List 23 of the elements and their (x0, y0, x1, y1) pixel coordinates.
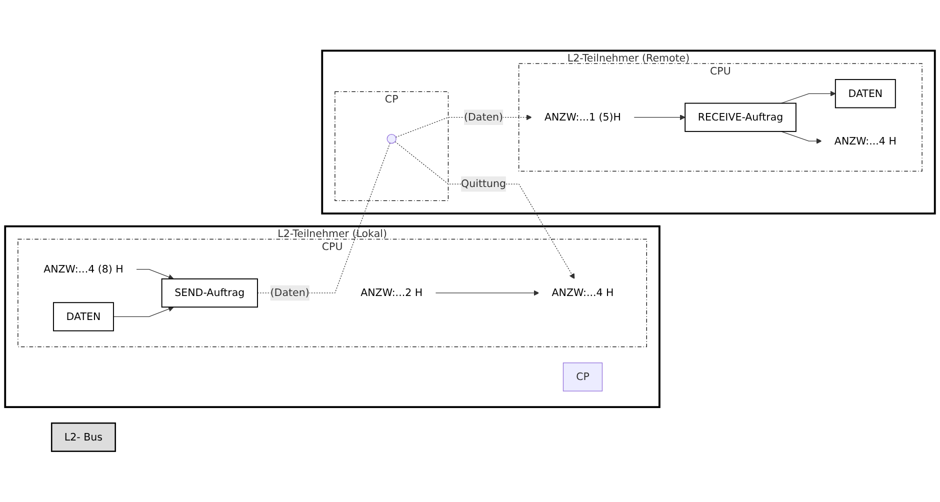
node-text: ANZW:...4 (8) H (44, 262, 124, 276)
node-box: CP (562, 362, 603, 392)
node-box: SEND-Auftrag (161, 278, 258, 308)
node-circle (386, 134, 396, 144)
arrow (113, 306, 174, 318)
arrow (634, 114, 686, 120)
node-text: ANZW:...1 (5)H (544, 110, 622, 124)
node-text: ANZW:...4 H (552, 286, 614, 299)
arrow (780, 131, 822, 144)
node-box: RECEIVE-Auftrag (684, 102, 796, 132)
edge-label: (Daten) (270, 286, 310, 299)
node-text: ANZW:...2 H (360, 286, 423, 299)
cluster: CP (334, 91, 449, 201)
node-box: L2- Bus (50, 422, 116, 452)
node-text: ANZW:...4 H (834, 134, 896, 147)
edge-label: (Daten) (464, 110, 504, 124)
arrow (435, 290, 540, 296)
arrow (394, 141, 575, 280)
arrow (136, 268, 174, 280)
edge-label: Quittung (461, 178, 506, 190)
node-box: DATEN (53, 302, 114, 332)
node-box: DATEN (834, 79, 896, 108)
arrow (780, 90, 836, 104)
